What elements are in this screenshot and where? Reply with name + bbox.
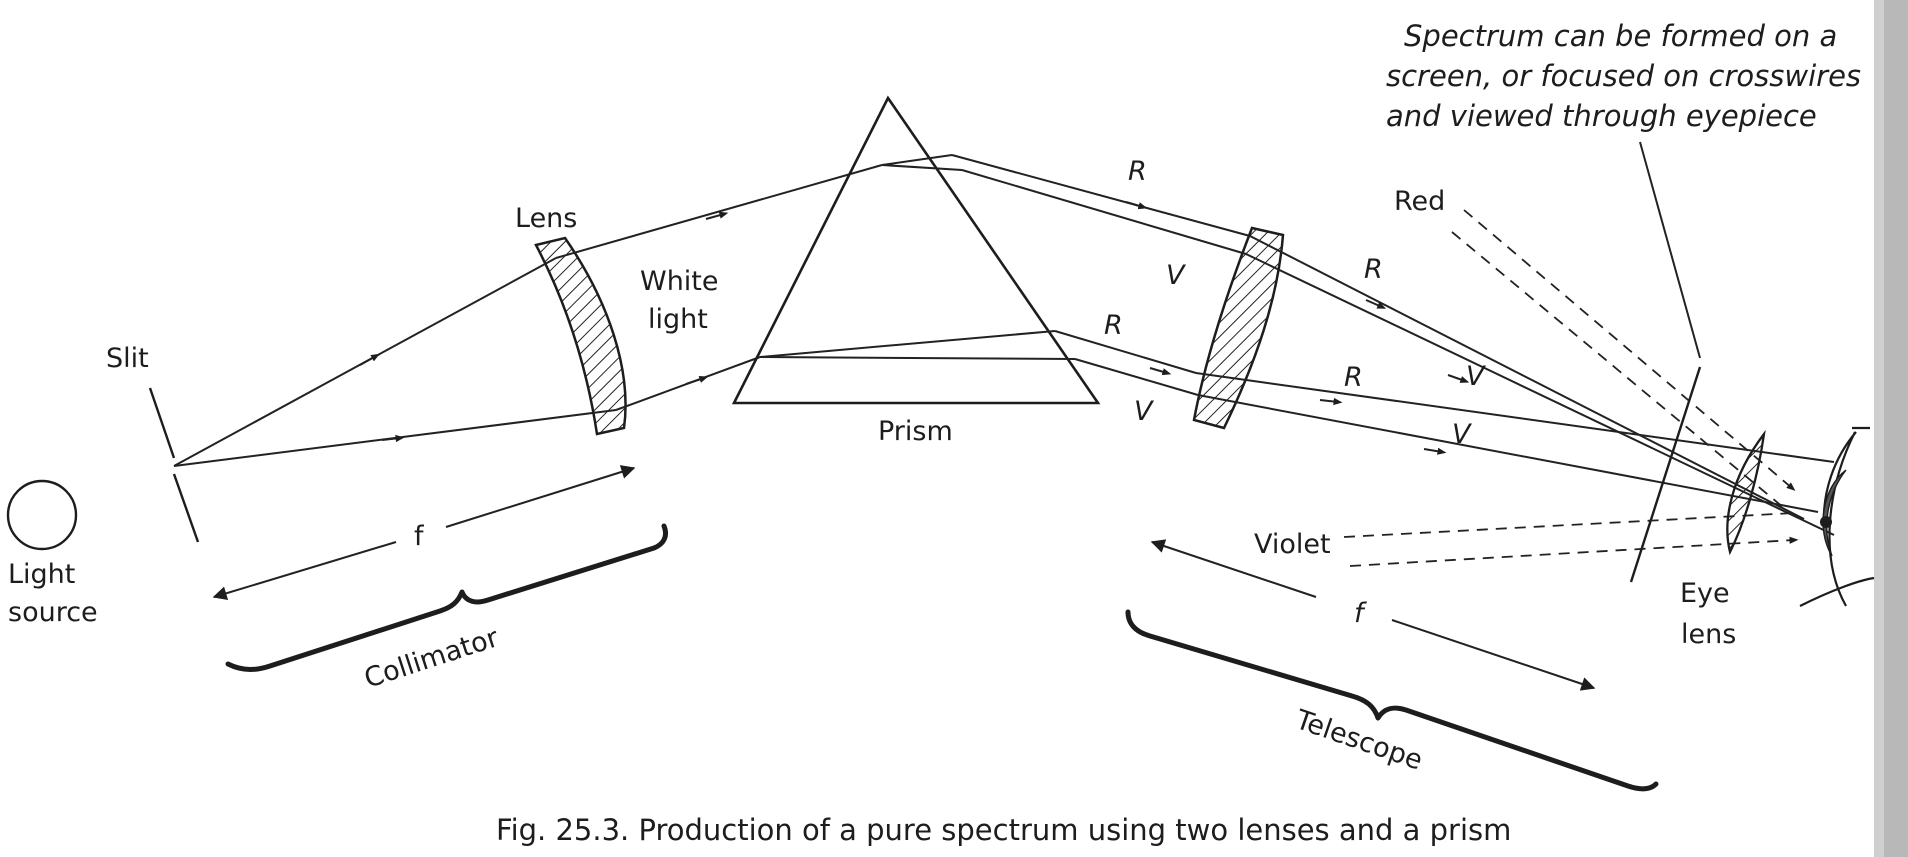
eye-pupil [1820,516,1832,528]
prism-label: Prism [878,416,953,447]
light-source-circle [6,479,78,551]
ray-red-lower-to-objective [1054,330,1197,374]
ray-in-prism-lower-a [759,330,1056,358]
ray-in-prism-lower-b [759,356,1076,360]
violet-dashed-line-2 [1349,536,1799,567]
ray-in-prism-upper-a [881,154,953,166]
ray-in-prism-upper-b [881,164,963,171]
eye-lens-label-2: lens [1681,619,1736,650]
ray-violet-lower-to-objective [1074,358,1199,396]
arrow-ray-4 [685,376,709,385]
ray-violet-lower-to-eye [1197,394,1819,513]
white-light-label-2: light [648,304,708,335]
collimator-label: Collimator [361,622,504,695]
collimator-lens [534,236,627,436]
ray-label-r1: R [1128,156,1147,187]
slit-label: Slit [106,343,149,374]
figure-caption: Fig. 25.3. Production of a pure spectrum… [496,813,1511,847]
red-label: Red [1394,186,1445,217]
ray-label-v1: V [1166,260,1187,291]
collimator-brace [225,523,669,672]
arrow-ray-5 [1125,201,1148,210]
slit-upper [148,387,176,459]
page-edge-shadow [1884,0,1908,857]
white-light-label-1: White [640,266,719,297]
light-source-label-2: source [8,597,98,628]
collimator-f-arrow-left [212,541,397,601]
spectrum-note-line-3: and viewed through eyepiece [1386,99,1817,133]
telescope-f-label: f [1354,598,1367,629]
violet-label: Violet [1254,529,1331,560]
eye-cornea [1822,469,1847,557]
ray-lens-to-prism-upper [555,164,883,259]
ray-red-lower-to-eye [1195,372,1835,463]
telescope-label: Telescope [1291,704,1427,777]
ray-label-r2: R [1104,310,1123,341]
telescope-brace [1125,609,1659,792]
lens-label: Lens [515,203,577,234]
red-dashed-line-1 [1463,209,1796,491]
arrow-ray-10 [1423,447,1447,455]
ray-label-v4: V [1452,419,1473,450]
ray-label-r3: R [1364,254,1383,285]
collimator-f-label: f [414,521,425,552]
ray-label-r4: R [1344,362,1363,393]
note-pointer-line [1639,141,1701,359]
eye-lens-label-1: Eye [1680,578,1730,609]
eye-icon [1799,426,1875,607]
prism [731,95,1101,405]
telescope-f-arrow-right [1391,619,1596,691]
red-dashed-line-2 [1451,231,1785,509]
telescope-objective-lens [1192,226,1285,430]
arrow-ray-1 [359,353,380,366]
telescope-f-arrow-left [1150,539,1317,598]
crosswire-screen [1629,366,1702,583]
arrow-ray-8 [1447,374,1470,383]
arrow-ray-9 [1319,397,1343,406]
spectrum-note-line-1: Spectrum can be formed on a [1404,19,1837,53]
spectrum-note-line-2: screen, or focused on crosswires [1386,59,1861,93]
ray-label-v3: V [1466,361,1487,392]
arrow-ray-3 [705,211,729,220]
ray-violet-upper-to-objective [961,169,1247,255]
eye-lens [1726,429,1766,556]
light-source-label-1: Light [8,559,75,590]
ray-label-v2: V [1134,396,1155,427]
ray-red-upper-to-objective [951,154,1251,237]
arrow-ray-6 [1149,367,1172,376]
slit-lower [172,473,200,543]
arrow-ray-7 [1365,299,1387,309]
collimator-f-arrow-right [445,465,636,528]
arrow-ray-2 [381,434,405,443]
ray-red-upper-to-eye [1249,235,1805,520]
